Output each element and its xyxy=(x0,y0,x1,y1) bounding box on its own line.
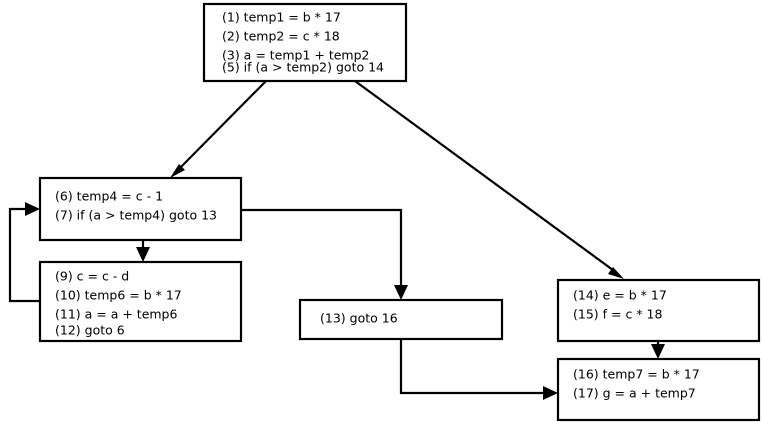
edge-loop-body-back-to-loop-header xyxy=(8,202,40,303)
edge-branch-target-to-exit xyxy=(651,341,665,359)
block-loop-body-line-3: (11) a = a + temp6 xyxy=(55,307,177,322)
block-entry-line-1: (1) temp1 = b * 17 xyxy=(222,10,341,25)
arrow-head-icon xyxy=(543,386,558,400)
edge-loop-header-to-loop-body xyxy=(136,240,150,262)
basic-block-entry[interactable]: (1) temp1 = b * 17 (2) temp2 = c * 18 (3… xyxy=(202,2,408,83)
edge-entry-to-loop-header xyxy=(170,80,267,178)
basic-block-loop-header[interactable]: (6) temp4 = c - 1 (7) if (a > temp4) got… xyxy=(38,176,243,242)
block-loop-body-line-4: (12) goto 6 xyxy=(55,323,125,338)
block-loop-body-line-1: (9) c = c - d xyxy=(55,269,129,284)
arrow-head-icon xyxy=(394,285,408,300)
block-goto-line-1: (13) goto 16 xyxy=(320,311,398,326)
edge-loop-header-to-goto xyxy=(241,208,408,300)
arrow-head-icon xyxy=(651,344,665,359)
block-entry-line-4: (5) if (a > temp2) goto 14 xyxy=(222,60,384,75)
arrow-head-icon xyxy=(170,164,185,178)
arrow-head-icon xyxy=(608,267,624,279)
block-loop-header-line-2: (7) if (a > temp4) goto 13 xyxy=(55,208,217,223)
arrow-head-icon xyxy=(136,247,150,262)
block-loop-header-line-1: (6) temp4 = c - 1 xyxy=(55,189,163,204)
arrow-head-icon xyxy=(25,202,40,216)
edge-goto-to-exit xyxy=(399,339,558,400)
block-entry-line-2: (2) temp2 = c * 18 xyxy=(222,29,340,44)
block-branch-target-line-2: (15) f = c * 18 xyxy=(573,307,662,322)
basic-block-goto[interactable]: (13) goto 16 xyxy=(298,298,504,341)
block-exit-line-1: (16) temp7 = b * 17 xyxy=(573,367,700,382)
basic-block-loop-body[interactable]: (9) c = c - d (10) temp6 = b * 17 (11) a… xyxy=(38,260,243,343)
edge-entry-to-branch-target xyxy=(354,80,624,279)
block-branch-target-line-1: (14) e = b * 17 xyxy=(573,288,667,303)
block-exit-line-2: (17) g = a + temp7 xyxy=(573,386,696,401)
block-loop-body-line-2: (10) temp6 = b * 17 xyxy=(55,288,182,303)
basic-block-exit[interactable]: (16) temp7 = b * 17 (17) g = a + temp7 xyxy=(556,357,761,422)
basic-block-branch-target[interactable]: (14) e = b * 17 (15) f = c * 18 xyxy=(556,278,761,343)
block-entry-line-3: (3) a = temp1 + temp2 xyxy=(222,48,370,63)
